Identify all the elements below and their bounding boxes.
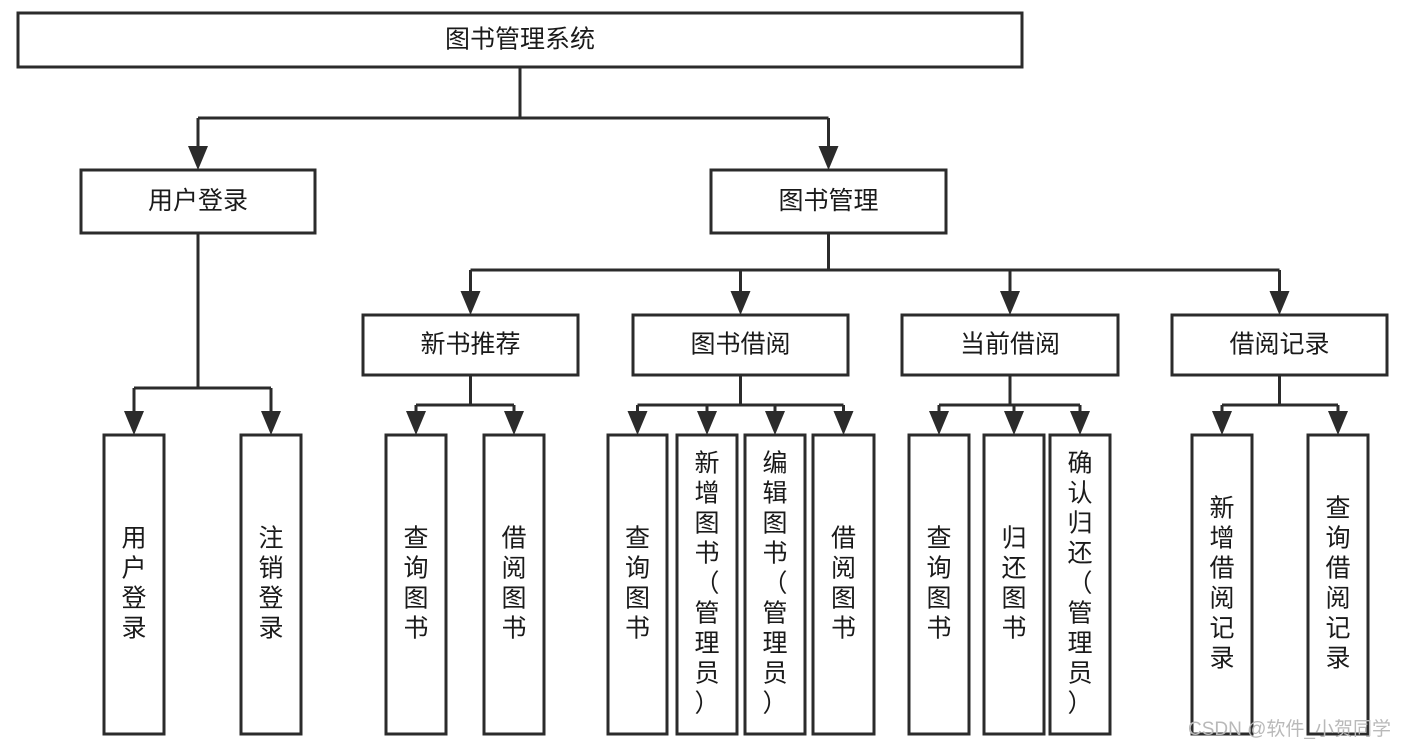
node-leaf-add-book[interactable]: 新增图书（管理员） xyxy=(675,433,739,736)
node-leaf-borrow-book-1[interactable]: 借阅图书 xyxy=(482,433,546,736)
node-new-book-recommend[interactable]: 新书推荐 xyxy=(361,313,580,377)
node-leaf-logout-login[interactable]: 注销登录 xyxy=(239,433,303,736)
node-label: 用户登录 xyxy=(148,187,248,215)
node-leaf-query-book-1[interactable]: 查询图书 xyxy=(384,433,448,736)
node-label: 图书管理 xyxy=(778,187,878,215)
connectors-layer xyxy=(124,67,1348,435)
node-label: 查询图书 xyxy=(625,524,650,642)
arrow-head-icon xyxy=(460,291,481,315)
arrow-head-icon xyxy=(1269,291,1290,315)
node-root-book-management-system[interactable]: 图书管理系统 xyxy=(16,11,1024,69)
node-user-login[interactable]: 用户登录 xyxy=(79,168,317,235)
node-book-borrow[interactable]: 图书借阅 xyxy=(631,313,850,377)
node-leaf-edit-book[interactable]: 编辑图书（管理员） xyxy=(743,433,807,736)
node-label: 用户登录 xyxy=(121,524,146,642)
node-leaf-confirm-return[interactable]: 确认归还（管理员） xyxy=(1048,433,1112,736)
node-label: 查询借阅记录 xyxy=(1325,494,1350,672)
node-label: 查询图书 xyxy=(926,524,951,642)
node-label: 确认归还（管理员） xyxy=(1067,449,1092,717)
arrow-head-icon xyxy=(124,411,144,435)
node-label: 编辑图书（管理员） xyxy=(762,449,787,717)
node-leaf-return-book[interactable]: 归还图书 xyxy=(982,433,1046,736)
node-label: 借阅图书 xyxy=(831,524,856,642)
node-label: 图书借阅 xyxy=(690,331,790,359)
arrow-head-icon xyxy=(765,411,785,435)
node-label: 图书管理系统 xyxy=(445,26,595,54)
arrow-head-icon xyxy=(1212,411,1232,435)
node-leaf-borrow-book-2[interactable]: 借阅图书 xyxy=(811,433,876,736)
node-book-manage[interactable]: 图书管理 xyxy=(709,168,948,235)
arrow-head-icon xyxy=(188,146,208,170)
arrow-head-icon xyxy=(730,291,751,315)
node-label: 注销登录 xyxy=(258,524,283,642)
node-leaf-query-book-3[interactable]: 查询图书 xyxy=(907,433,971,736)
arrow-head-icon xyxy=(1070,411,1090,435)
node-label: 新书推荐 xyxy=(420,331,520,359)
arrow-head-icon xyxy=(1328,411,1348,435)
node-label: 借阅记录 xyxy=(1229,331,1329,359)
arrow-head-icon xyxy=(697,411,717,435)
arrow-head-icon xyxy=(818,146,839,170)
node-leaf-query-book-2[interactable]: 查询图书 xyxy=(606,433,669,736)
node-label: 查询图书 xyxy=(403,524,428,642)
arrow-head-icon xyxy=(406,411,426,435)
arrow-head-icon xyxy=(1004,411,1024,435)
node-current-borrow[interactable]: 当前借阅 xyxy=(900,313,1120,377)
nodes-layer: 图书管理系统用户登录图书管理新书推荐图书借阅当前借阅借阅记录用户登录注销登录查询… xyxy=(16,11,1389,736)
node-label: 归还图书 xyxy=(1001,524,1026,642)
node-leaf-query-borrow-record[interactable]: 查询借阅记录 xyxy=(1306,433,1370,736)
node-label: 新增借阅记录 xyxy=(1209,494,1234,672)
arrow-head-icon xyxy=(929,411,949,435)
node-borrow-record[interactable]: 借阅记录 xyxy=(1170,313,1389,377)
arrow-head-icon xyxy=(627,411,648,435)
node-leaf-add-borrow-record[interactable]: 新增借阅记录 xyxy=(1190,433,1254,736)
arrow-head-icon xyxy=(833,411,854,435)
node-label: 新增图书（管理员） xyxy=(694,449,719,717)
arrow-head-icon xyxy=(504,411,524,435)
arrow-head-icon xyxy=(261,411,281,435)
node-label: 当前借阅 xyxy=(960,331,1060,359)
node-label: 借阅图书 xyxy=(501,524,526,642)
arrow-head-icon xyxy=(1000,291,1020,315)
node-leaf-user-login[interactable]: 用户登录 xyxy=(102,433,166,736)
